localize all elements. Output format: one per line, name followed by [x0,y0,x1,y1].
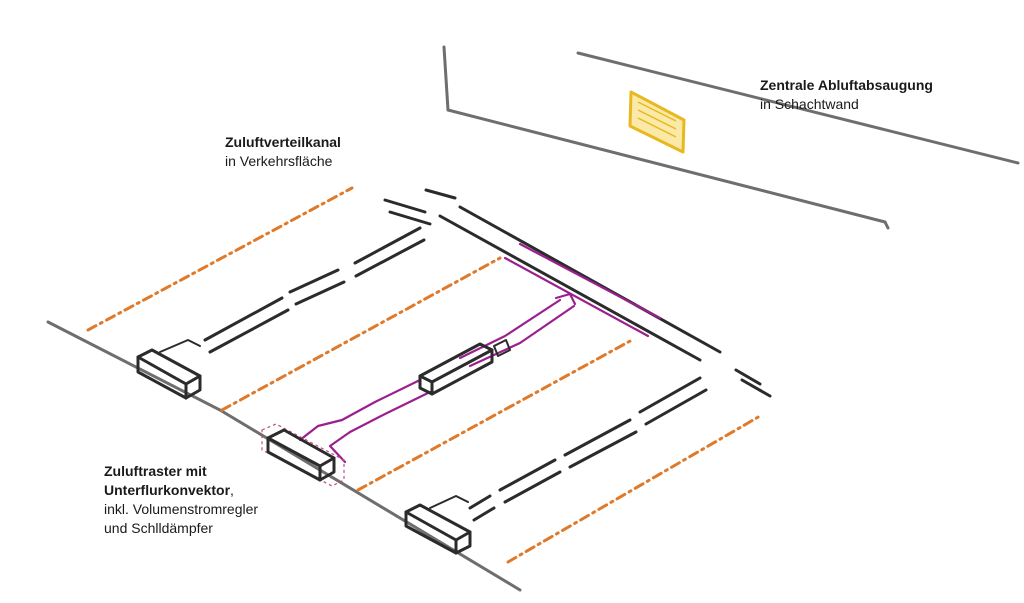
label-title-line2: Unterflurkonvektor [104,482,231,498]
floor-convector-icon [266,428,336,482]
label-zuluftraster: Zuluftraster mit Unterflurkonvektor, ink… [104,462,258,538]
label-title-suffix: , [230,482,234,498]
label-subtitle-line1: inkl. Volumenstromregler [104,501,259,517]
label-abluftabsaugung: Zentrale Abluftabsaugung in Schachtwand [760,76,933,114]
label-subtitle: in Verkehrsfläche [225,153,333,169]
volume-flow-regulator-icon [418,339,511,396]
corridor-lines [203,188,772,522]
label-zuluftverteilkanal: Zuluftverteilkanal in Verkehrsfläche [225,133,341,171]
label-title-line1: Zuluftraster mit [104,463,207,479]
floor-edge [46,320,522,592]
label-subtitle-line2: und Schlldämpfer [104,520,213,536]
floor-convector-icon [136,339,202,400]
exhaust-grille-icon [628,90,686,154]
supply-duct [261,242,662,487]
label-title: Zentrale Abluftabsaugung [760,77,933,93]
label-title: Zuluftverteilkanal [225,134,341,150]
floor-convector-icon [404,495,472,555]
label-subtitle: in Schachtwand [760,96,859,112]
grid-lines [86,186,762,564]
shaft-wall [442,45,1020,230]
